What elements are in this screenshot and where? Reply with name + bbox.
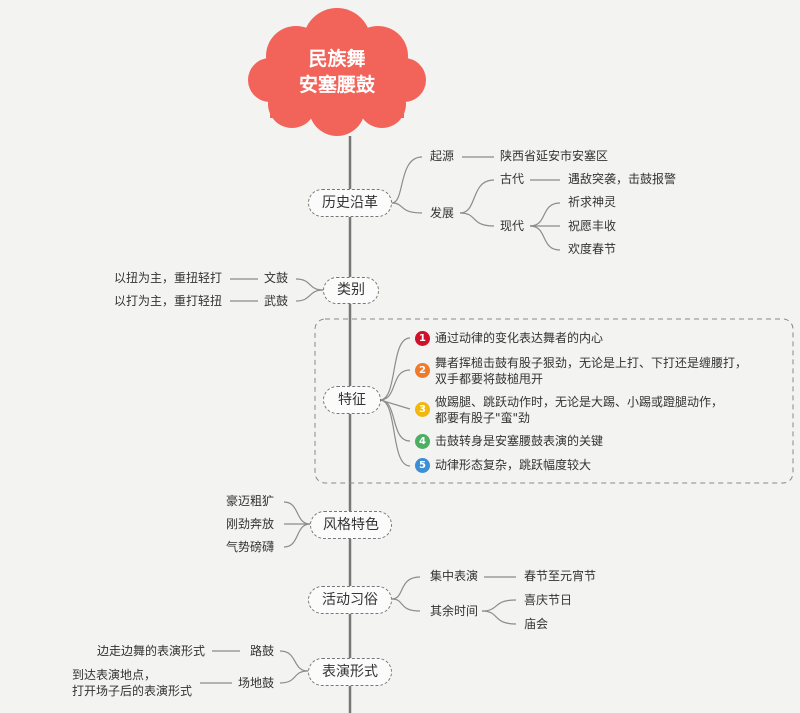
number-badge-icon: 2: [415, 363, 430, 378]
number-badge-icon: 5: [415, 458, 430, 473]
concentrated-label[interactable]: 集中表演: [430, 569, 479, 583]
other-time-label[interactable]: 其余时间: [430, 604, 479, 618]
feature-line: 都要有股子"蛮"劲: [435, 411, 531, 425]
feature-line: 双手都要将鼓槌甩开: [435, 372, 544, 386]
ancient-label[interactable]: 古代: [500, 172, 525, 186]
performance-item-desc[interactable]: 到达表演地点， 打开场子后的表演形式: [72, 667, 192, 699]
performance-node[interactable]: 表演形式: [308, 658, 392, 686]
feature-line: 击鼓转身是安塞腰鼓表演的关键: [435, 434, 604, 448]
features-group-frame: [314, 318, 794, 484]
concentrated-value[interactable]: 春节至元宵节: [524, 569, 597, 583]
features-node[interactable]: 特征: [323, 386, 381, 414]
ancient-value[interactable]: 遇敌突袭，击鼓报警: [568, 172, 677, 186]
performance-item-desc[interactable]: 边走边舞的表演形式: [60, 644, 205, 659]
style-node[interactable]: 风格特色: [310, 511, 392, 539]
performance-desc-line: 打开场子后的表演形式: [72, 684, 193, 698]
number-badge-icon: 1: [415, 331, 430, 346]
style-item[interactable]: 气势磅礴: [226, 540, 275, 554]
performance-item-label[interactable]: 场地鼓: [238, 676, 275, 690]
performance-item-label[interactable]: 路鼓: [250, 644, 275, 658]
feature-text[interactable]: 做踢腿、跳跃动作时，无论是大踢、小踢或蹬腿动作， 都要有股子"蛮"劲: [435, 394, 723, 426]
origin-label[interactable]: 起源: [430, 149, 455, 163]
history-node[interactable]: 历史沿革: [308, 189, 392, 217]
category-item-desc[interactable]: 以扭为主，重扭轻打: [113, 271, 222, 285]
performance-desc-line: 到达表演地点，: [72, 668, 157, 682]
feature-text[interactable]: 击鼓转身是安塞腰鼓表演的关键: [435, 434, 603, 449]
category-node[interactable]: 类别: [323, 277, 379, 304]
feature-text[interactable]: 动律形态复杂，跳跃幅度较大: [435, 458, 591, 473]
modern-item[interactable]: 祈求神灵: [568, 195, 617, 209]
feature-line: 做踢腿、跳跃动作时，无论是大踢、小踢或蹬腿动作，: [435, 395, 724, 409]
modern-item[interactable]: 欢度春节: [568, 242, 617, 256]
category-item-label[interactable]: 文鼓: [264, 271, 289, 285]
origin-value[interactable]: 陕西省延安市安塞区: [500, 149, 609, 163]
root-title-line2: 安塞腰鼓: [298, 74, 375, 96]
root-cloud: [248, 8, 426, 136]
feature-text[interactable]: 通过动律的变化表达舞者的内心: [435, 331, 603, 346]
number-badge-icon: 4: [415, 434, 430, 449]
custom-node[interactable]: 活动习俗: [308, 586, 392, 614]
style-item[interactable]: 刚劲奔放: [226, 517, 275, 531]
modern-item[interactable]: 祝愿丰收: [568, 219, 617, 233]
performance-desc-line: 边走边舞的表演形式: [96, 644, 205, 658]
other-time-item[interactable]: 喜庆节日: [524, 593, 573, 607]
number-badge-icon: 3: [415, 402, 430, 417]
development-label[interactable]: 发展: [430, 206, 455, 220]
other-time-item[interactable]: 庙会: [524, 617, 549, 631]
feature-line: 舞者挥槌击鼓有股子狠劲，无论是上打、下打还是缠腰打，: [435, 356, 748, 370]
feature-line: 动律形态复杂，跳跃幅度较大: [435, 458, 592, 472]
style-item[interactable]: 豪迈粗犷: [226, 494, 275, 508]
modern-label[interactable]: 现代: [500, 219, 525, 233]
feature-text[interactable]: 舞者挥槌击鼓有股子狠劲，无论是上打、下打还是缠腰打， 双手都要将鼓槌甩开: [435, 355, 747, 387]
root-title-line1: 民族舞: [308, 48, 366, 70]
feature-line: 通过动律的变化表达舞者的内心: [435, 331, 604, 345]
root-topic: 民族舞 安塞腰鼓: [262, 46, 412, 98]
category-item-label[interactable]: 武鼓: [264, 294, 289, 308]
category-item-desc[interactable]: 以打为主，重打轻扭: [113, 294, 222, 308]
